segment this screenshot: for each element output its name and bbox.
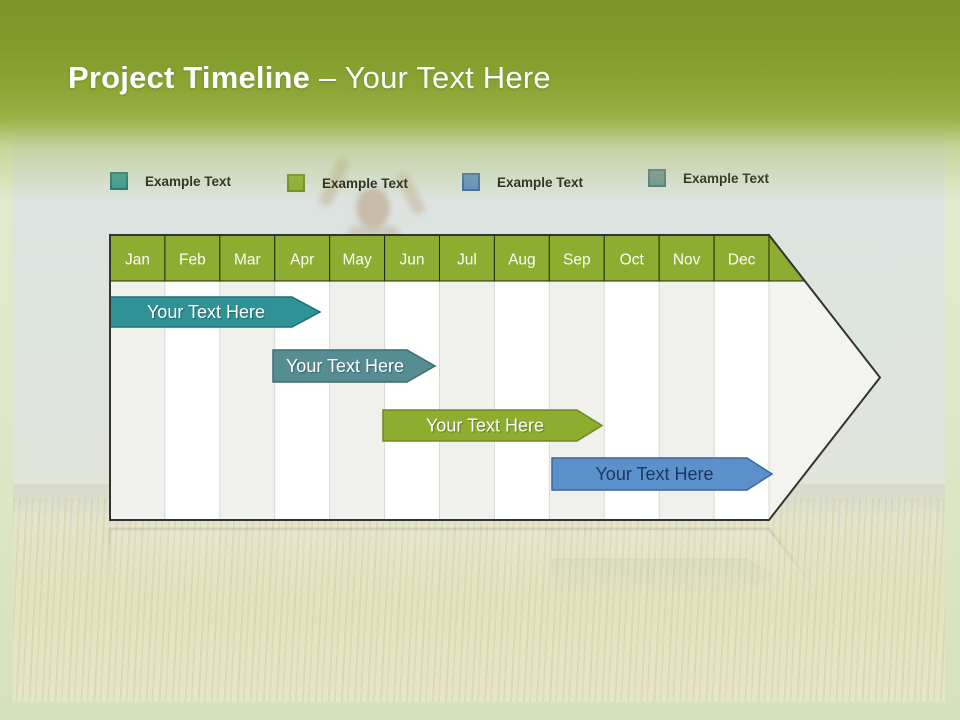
timeline-outline <box>109 234 882 521</box>
legend-swatch-green <box>287 174 305 192</box>
month-header-cell <box>548 234 605 282</box>
legend-label: Example Text <box>145 173 232 189</box>
month-label: Sep <box>563 252 591 269</box>
legend-item-4: Example Text <box>648 167 769 189</box>
legend-item-3: Example Text <box>462 171 583 193</box>
month-header-cell <box>164 234 221 282</box>
month-label: Mar <box>234 252 261 269</box>
legend-swatch-blue <box>462 173 480 191</box>
month-label: Nov <box>673 252 701 269</box>
slide-title: Project Timeline – Your Text Here <box>68 60 551 96</box>
legend-label: Example Text <box>683 170 770 186</box>
legend-label: Example Text <box>497 174 584 190</box>
timeline-bar-2 <box>272 349 437 383</box>
legend-item-1: Example Text <box>110 170 231 192</box>
month-label: Aug <box>508 252 536 269</box>
timeline-chart: Jan Feb Mar Apr May Jun Jul Aug Sep Oct Nov DecYour… <box>109 233 882 521</box>
month-header-cell <box>274 234 331 282</box>
month-header-cell <box>219 234 276 282</box>
month-column <box>439 235 495 520</box>
legend-label: Example Text <box>322 175 409 191</box>
photo-figure-head <box>356 188 390 228</box>
month-column <box>110 235 165 520</box>
month-label: Jan <box>125 252 150 269</box>
legend-swatch-teal <box>110 172 128 190</box>
legend-swatch-grayteal <box>648 169 666 187</box>
month-header-cell <box>109 234 166 282</box>
month-label: May <box>342 252 372 269</box>
month-label: Oct <box>620 252 645 269</box>
timeline-bar-label: Your Text Here <box>147 302 265 322</box>
timeline-bar-3 <box>382 409 604 442</box>
month-header-cell <box>713 234 770 282</box>
month-label: Apr <box>290 252 314 269</box>
month-header-cell <box>493 234 550 282</box>
month-header-cell <box>603 234 660 282</box>
month-label: Jun <box>400 252 425 269</box>
month-header-cell <box>384 234 441 282</box>
timeline-bar-label: Your Text Here <box>286 356 404 376</box>
month-column <box>219 235 275 520</box>
timeline-bar-label: Your Text Here <box>426 416 544 436</box>
slide-title-main: Project Timeline <box>68 60 311 95</box>
month-header-cell <box>439 234 495 282</box>
timeline-bar-label: Your Text Here <box>595 464 713 484</box>
month-column <box>164 235 220 520</box>
month-label: Jul <box>457 252 477 269</box>
timeline-bar-4 <box>551 457 774 491</box>
month-label: Feb <box>179 252 206 269</box>
month-column <box>494 235 550 520</box>
month-label: Dec <box>728 252 756 269</box>
slide-title-rest: – Your Text Here <box>318 60 551 95</box>
legend-item-2: Example Text <box>287 172 408 194</box>
